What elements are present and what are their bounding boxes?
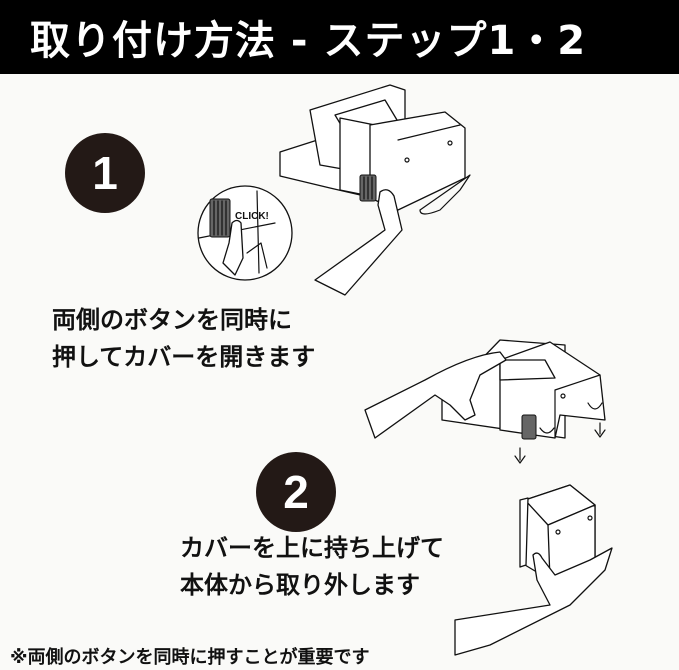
step-1-number: 1 [92, 147, 118, 199]
footer-note: ※両側のボタンを同時に押すことが重要です [10, 647, 370, 668]
step-2-lift-illustration [454, 484, 613, 656]
step-1-caption-line-1: 両側のボタンを同時に [52, 306, 292, 334]
step-2-caption-line-1: カバーを上に持ち上げて [180, 534, 444, 562]
step-1-device-illustration [279, 84, 471, 296]
step-2-badge: 2 [256, 452, 336, 532]
header-banner: 取り付け方法 - ステップ1・2 [0, 0, 679, 74]
click-callout: CLICK! [197, 185, 293, 281]
step-2-caption-line-2: 本体から取り外します [180, 571, 420, 599]
page-title: 取り付け方法 - ステップ1・2 [30, 18, 587, 64]
step-2-caption: カバーを上に持ち上げて 本体から取り外します [180, 530, 444, 604]
step-1-badge: 1 [65, 133, 145, 213]
click-label: CLICK! [235, 211, 269, 222]
step-2-number: 2 [283, 466, 309, 518]
step-1-caption: 両側のボタンを同時に 押してカバーを開きます [52, 302, 315, 376]
step-2-release-illustration [364, 339, 606, 464]
step-1-caption-line-2: 押してカバーを開きます [52, 343, 316, 371]
